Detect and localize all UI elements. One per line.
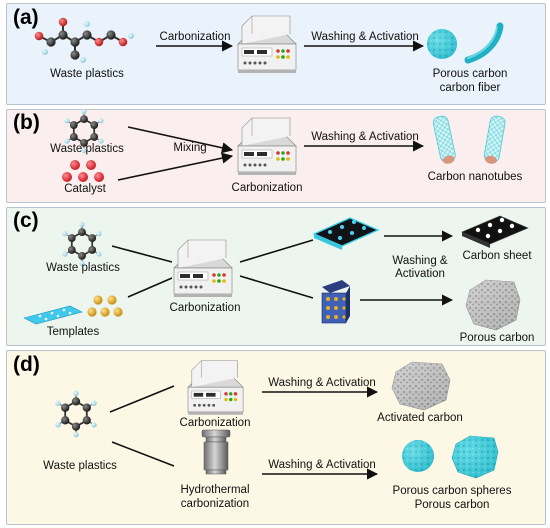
panel-c-source-label: Waste plastics xyxy=(46,262,120,274)
panel-a-product-line1: Porous carbon xyxy=(432,68,508,80)
line-c-4 xyxy=(239,275,314,299)
furnace-b xyxy=(237,117,297,176)
line-d-2 xyxy=(111,441,175,467)
panel-b-label: (b) xyxy=(13,111,40,134)
panel-a-step2-label: Washing & Activation xyxy=(311,31,419,43)
panel-b-mixing-label: Mixing xyxy=(173,142,207,154)
panel-b-catalyst-label: Catalyst xyxy=(64,183,106,195)
panel-d-product2-line2: Porous carbon xyxy=(414,499,490,511)
panel-d-furnace1-label: Carbonization xyxy=(179,417,251,429)
porous-carbon-cube-d xyxy=(451,435,499,479)
panel-c-label: (c) xyxy=(13,209,39,232)
panel-d-product2-line1: Porous carbon spheres xyxy=(392,485,512,497)
panel-c-product1-label: Carbon sheet xyxy=(462,250,532,262)
waste-plastic-molecule-d xyxy=(54,389,98,439)
panel-d-step-top-label: Washing & Activation xyxy=(268,377,376,389)
template-spheres-c xyxy=(87,295,123,317)
panel-c-furnace-label: Carbonization xyxy=(169,302,241,314)
template-sheet-c xyxy=(23,305,83,325)
line-d-1 xyxy=(109,385,175,413)
panel-c-product2-label: Porous carbon xyxy=(459,332,535,344)
activated-carbon-cube-d xyxy=(391,361,451,411)
hydrothermal-reactor-d xyxy=(201,429,231,475)
panel-c-step2-line1: Washing & xyxy=(392,255,448,267)
catalyst-particles-b xyxy=(62,160,104,182)
panel-d-step-bottom-label: Washing & Activation xyxy=(268,459,376,471)
panel-b-product-label: Carbon nanotubes xyxy=(427,171,523,183)
panel-a-step1-label: Carbonization xyxy=(159,31,231,43)
porous-carbon-cube-c xyxy=(465,279,521,331)
line-c-3 xyxy=(239,239,314,263)
panel-d-furnace2-line1: Hydrothermal xyxy=(180,484,250,496)
panel-d-product1-label: Activated carbon xyxy=(377,412,463,424)
furnace-a xyxy=(237,15,297,74)
line-c-1 xyxy=(111,245,173,263)
panel-d xyxy=(6,350,546,525)
panel-d-furnace2-line2: carbonization xyxy=(180,498,250,510)
carbon-sheet-c xyxy=(461,215,529,248)
arrow-b-2 xyxy=(117,152,234,181)
panel-b-step2-label: Washing & Activation xyxy=(311,131,419,143)
carbon-template-sheet-c xyxy=(312,217,380,250)
panel-a-source-label: Waste plastics xyxy=(50,68,124,80)
carbon-template-cube-c xyxy=(321,280,350,324)
panel-d-source-label: Waste plastics xyxy=(43,460,117,472)
panel-a-product-line2: carbon fiber xyxy=(439,82,501,94)
waste-plastic-molecule-c xyxy=(61,221,103,267)
panel-a-label: (a) xyxy=(13,6,39,29)
furnace-c xyxy=(173,239,233,298)
panel-a-molecule xyxy=(34,17,134,63)
carbon-nanotubes-b xyxy=(432,115,506,164)
panel-c-step2-line2: Activation xyxy=(395,268,445,280)
panel-d-label: (d) xyxy=(13,353,40,376)
arrow-b-1 xyxy=(127,126,234,154)
panel-b-source-label: Waste plastics xyxy=(50,143,124,155)
panel-c-templates-label: Templates xyxy=(46,326,100,338)
carbon-fiber-a xyxy=(464,22,504,64)
panel-b-furnace-label: Carbonization xyxy=(231,182,303,194)
panel-c xyxy=(6,207,546,346)
line-c-2 xyxy=(127,277,173,298)
furnace-d xyxy=(187,360,244,416)
